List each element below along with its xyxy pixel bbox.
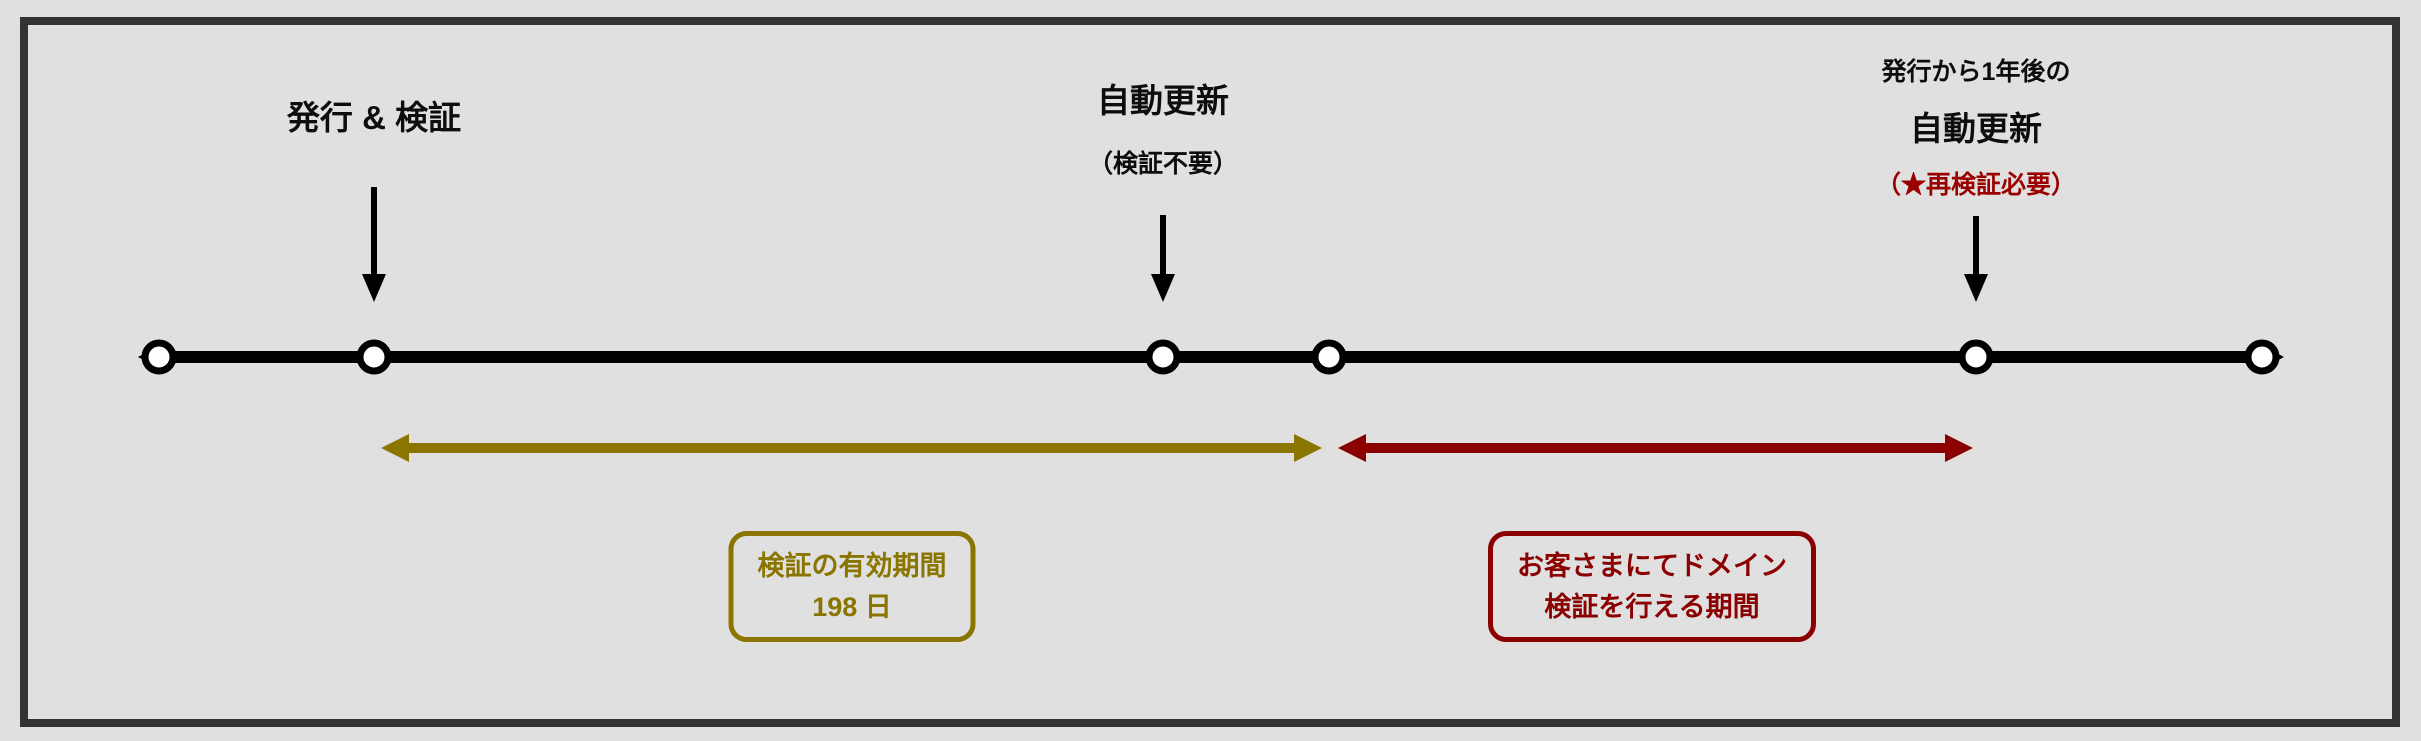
- down-arrow-icon-autorenew-1yr: [1964, 216, 1988, 302]
- validity-span-left-head: [381, 434, 409, 462]
- timeline-node: [1311, 339, 1347, 375]
- timeline-node-issue: [356, 339, 392, 375]
- diagram-frame-border: [20, 17, 2400, 727]
- validity-period-box: 検証の有効期間 198 日: [728, 531, 976, 642]
- down-arrow-icon-autorenew: [1151, 215, 1175, 302]
- validity-period-box-line1: 検証の有効期間: [757, 551, 947, 581]
- down-arrow-icon-issue: [362, 187, 386, 302]
- customer-verify-span-right-head: [1945, 434, 1973, 462]
- timeline-nodes: [141, 339, 2280, 375]
- down-arrow-head: [362, 274, 386, 302]
- event-label-autorenew-1yr: 自動更新: [1910, 110, 2042, 147]
- down-arrow-head: [1151, 274, 1175, 302]
- customer-verify-period-box: お客さまにてドメイン 検証を行える期間: [1488, 531, 1816, 642]
- event-pointer-arrows: [362, 187, 1988, 302]
- event-toplabel-one-year-after-issue: 発行から1年後の: [1881, 58, 2071, 86]
- validity-period-box-line2: 198 日: [812, 591, 892, 622]
- customer-verify-span-left-head: [1338, 434, 1366, 462]
- customer-verify-span-arrow: [1338, 434, 1973, 462]
- event-sublabel-no-verification: （検証不要）: [1087, 150, 1239, 178]
- timeline-node: [2244, 339, 2280, 375]
- customer-verify-period-box-line2: 検証を行える期間: [1544, 591, 1760, 622]
- validity-span-arrow: [381, 434, 1322, 462]
- timeline-node: [141, 339, 177, 375]
- event-sublabel-reverification-required: （★再検証必要）: [1875, 171, 2077, 199]
- timeline-node-autorenew: [1145, 339, 1181, 375]
- validity-span-right-head: [1294, 434, 1322, 462]
- timeline-node-autorenew-1yr: [1958, 339, 1994, 375]
- event-label-autorenew: 自動更新: [1097, 82, 1229, 119]
- down-arrow-head: [1964, 274, 1988, 302]
- customer-verify-period-box-line1: お客さまにてドメイン: [1517, 551, 1787, 581]
- event-label-issue-and-verify: 発行 & 検証: [286, 99, 462, 136]
